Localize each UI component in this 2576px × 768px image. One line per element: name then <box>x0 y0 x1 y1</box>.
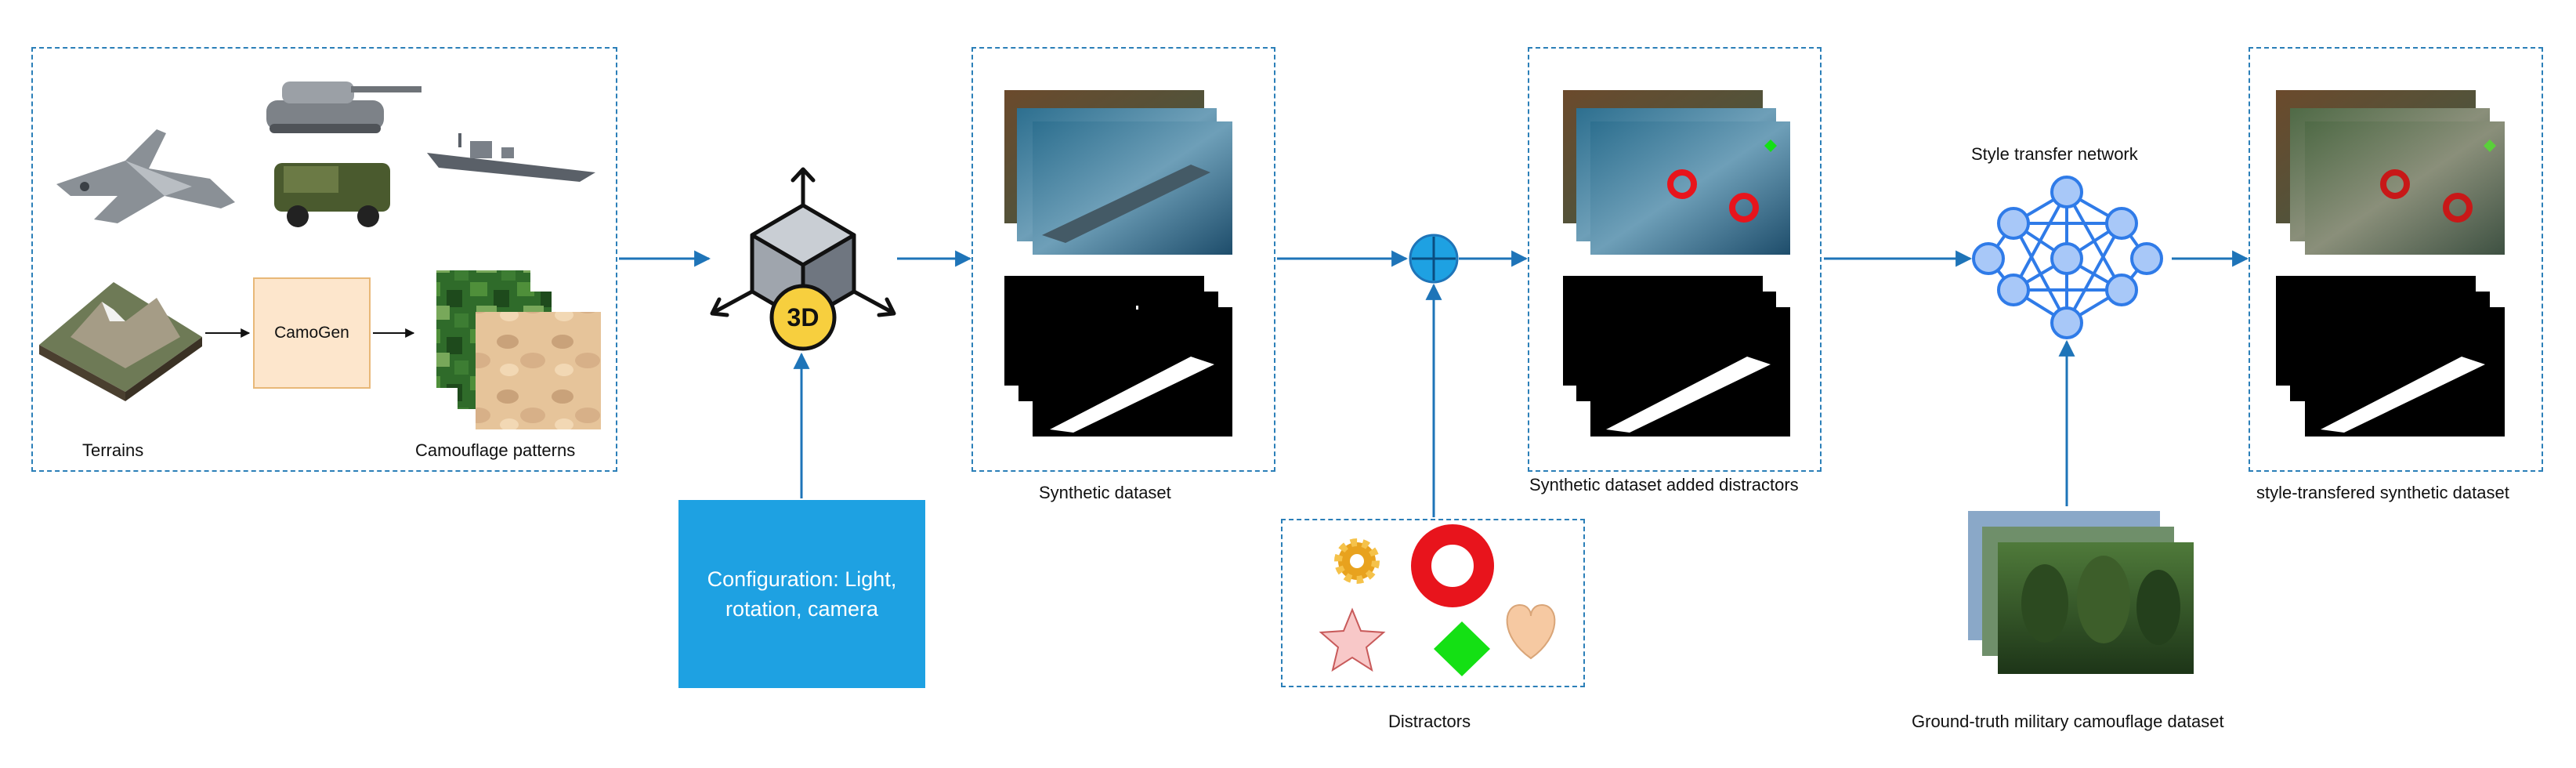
ground-truth-image-stack <box>1968 511 2194 674</box>
style-transfer-network-label: Style transfer network <box>1971 144 2138 164</box>
synthetic-dataset-distractors-label: Synthetic dataset added distractors <box>1529 475 1799 494</box>
armored-vehicle-icon <box>274 163 390 227</box>
neural-network-icon <box>1972 176 2163 339</box>
distractors-label: Distractors <box>1388 712 1471 731</box>
3d-cube-icon <box>710 167 896 351</box>
synthetic-dataset-group <box>971 47 1275 472</box>
jet-icon <box>56 129 235 223</box>
distractor-dataset-group <box>1528 47 1822 472</box>
style-transfer-dataset-group <box>2249 47 2543 472</box>
configuration-box: Configuration: Light, rotation, camera <box>678 500 925 688</box>
gear-icon <box>1334 538 1380 584</box>
synthetic-image-stack <box>1004 90 1232 255</box>
camogen-label: CamoGen <box>274 324 349 342</box>
camouflage-pattern-stack <box>436 270 601 429</box>
ring-icon <box>1411 524 1494 607</box>
configuration-label: Configuration: Light, rotation, camera <box>707 567 897 621</box>
terrain-icon <box>39 282 202 401</box>
ground-truth-label: Ground-truth military camouflage dataset <box>1912 712 2224 731</box>
synthetic-dataset-label: Synthetic dataset <box>1039 483 1171 502</box>
assets-group <box>31 47 617 472</box>
diamond-icon <box>1434 621 1490 676</box>
3d-badge-text: 3D <box>787 303 819 331</box>
distractor-image-stack <box>1563 90 1790 255</box>
camogen-box: CamoGen <box>253 277 371 389</box>
styled-image-stack <box>2276 90 2505 255</box>
styled-mask-stack <box>2276 276 2505 437</box>
synthetic-mask-stack <box>1004 276 1232 437</box>
tank-icon <box>266 82 421 133</box>
warship-icon <box>427 133 595 182</box>
star-icon <box>1319 607 1386 672</box>
distractors-group <box>1281 519 1585 687</box>
style-transferred-dataset-label: style-transfered synthetic dataset <box>2256 483 2509 502</box>
heart-icon <box>1506 603 1556 660</box>
terrains-label: Terrains <box>82 440 144 460</box>
distractor-mask-stack <box>1563 276 1790 437</box>
add-circle-icon <box>1409 234 1459 284</box>
camouflage-patterns-label: Camouflage patterns <box>415 440 576 460</box>
